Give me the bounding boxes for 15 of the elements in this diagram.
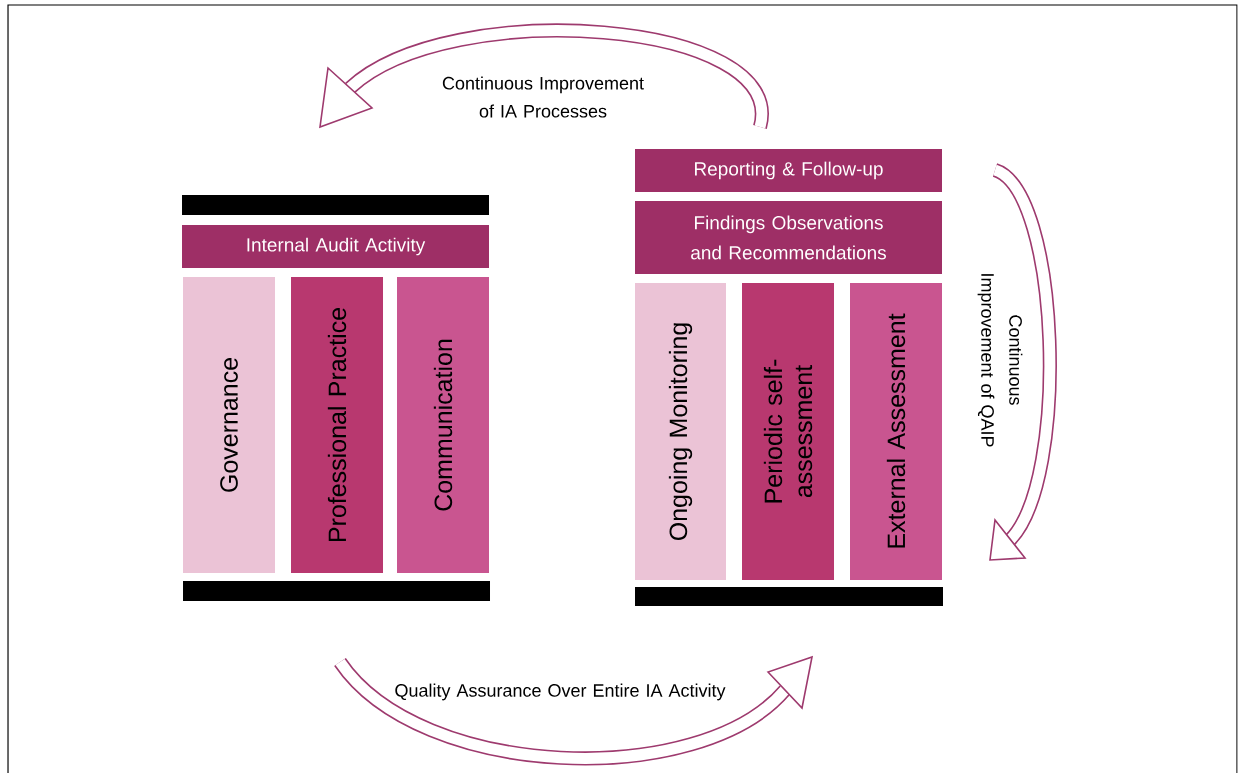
pillar-box: Governance xyxy=(183,277,275,573)
header-box: Reporting & Follow-up xyxy=(635,149,942,192)
arrow-label: Quality Assurance Over Entire IA Activity xyxy=(395,683,726,701)
bar xyxy=(182,195,489,215)
arrow-label: Continuous Improvement of IA Processes xyxy=(442,76,644,118)
bar xyxy=(183,581,490,601)
pillar-box: Periodic self-assessment xyxy=(742,283,834,580)
header-box: Findings Observations and Recommendations xyxy=(635,201,942,274)
header-box: Internal Audit Activity xyxy=(182,225,489,268)
bar xyxy=(635,587,943,606)
pillar-box: External Assessment xyxy=(850,283,942,580)
pillar-box: Communication xyxy=(397,277,489,573)
pillar-box: Ongoing Monitoring xyxy=(635,283,726,580)
pillar-box: Professional Practice xyxy=(291,277,383,573)
arrow-label: Continuous Improvement of QAIP xyxy=(977,274,1023,447)
